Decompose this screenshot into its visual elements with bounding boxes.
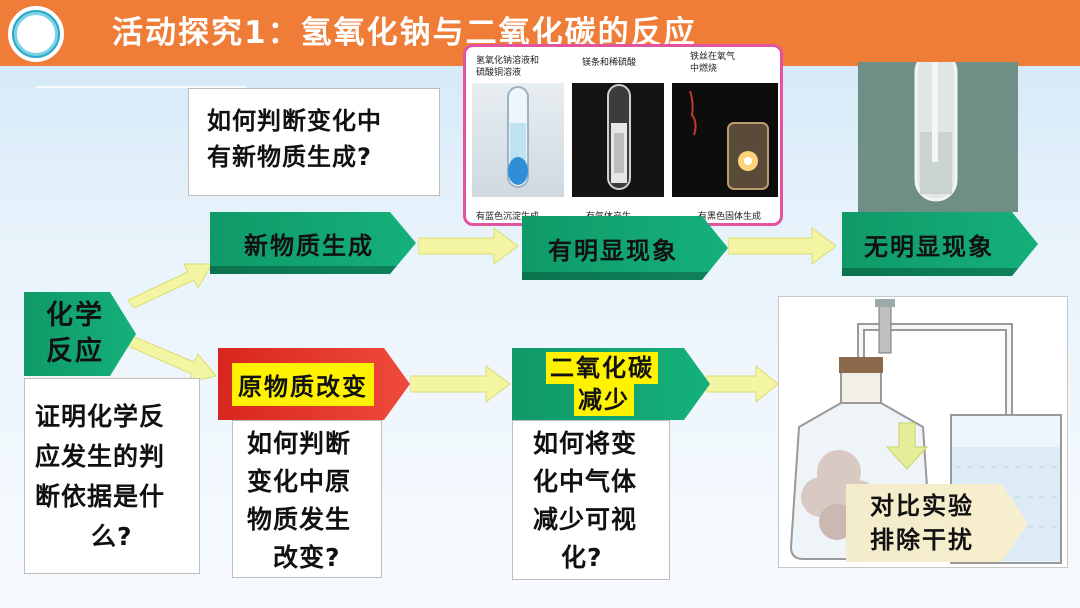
banner-label: 有明显现象: [548, 231, 678, 266]
question-line: 有新物质生成?: [207, 139, 439, 175]
test-tube-icon: [472, 83, 564, 197]
question-line: 如何判断: [247, 425, 381, 463]
banner-label: 新物质生成: [244, 226, 374, 261]
photo2-caption: 镁条和稀硫酸: [582, 57, 636, 69]
caption-line: 铁丝在氧气: [690, 51, 735, 63]
banner-shadow: [210, 266, 416, 274]
banner-reactant-change: 原物质改变: [218, 348, 410, 420]
banner-shadow: [842, 268, 1038, 276]
banner-line: 减少: [574, 384, 634, 416]
caption-line: 氢氧化钠溶液和: [476, 55, 539, 67]
question-line: 证明化学反: [35, 397, 199, 437]
question-line: 化?: [533, 539, 669, 577]
question-line: 如何判断变化中: [207, 103, 439, 139]
arrow-right-1: [418, 226, 520, 266]
question-box-right: 如何将变 化中气体 减少可视 化?: [512, 420, 670, 580]
question-line: 断依据是什: [35, 477, 199, 517]
photo-iron-burning: [672, 83, 778, 197]
question-box-left: 证明化学反 应发生的判 断依据是什 么?: [24, 378, 200, 574]
banner-line: 反应: [46, 334, 104, 370]
question-box-middle: 如何判断 变化中原 物质发生 改变?: [232, 420, 382, 578]
logo-inner: [14, 12, 58, 56]
question-line: 化中气体: [533, 463, 669, 501]
banner-co2-decrease: 二氧化碳 减少: [512, 348, 710, 420]
photo1-caption: 氢氧化钠溶液和 硫酸铜溶液: [476, 55, 539, 79]
banner-line: 对比实验: [870, 489, 974, 523]
banner-shadow: [522, 272, 728, 280]
arrow-right-3: [410, 364, 512, 404]
photo-blue-precipitate: [472, 83, 564, 197]
caption-line: 硫酸铜溶液: [476, 67, 539, 79]
question-line: 么?: [35, 517, 199, 557]
test-tube-icon: [858, 62, 1018, 212]
reaction-photos-panel: 氢氧化钠溶液和 硫酸铜溶液 镁条和稀硫酸 铁丝在氧气 中燃烧 有蓝色沉淀生成 有…: [463, 44, 783, 226]
banner-label: 原物质改变: [232, 363, 374, 406]
photo-gas-bubbles: [572, 83, 664, 197]
arrow-up-right: [128, 254, 214, 310]
photo3-result: 有黑色固体生成: [698, 209, 761, 222]
test-tube-icon: [572, 83, 664, 197]
burning-flask-icon: [672, 83, 778, 197]
banner-contrast-experiment: 对比实验 排除干扰: [846, 484, 1028, 562]
banner-no-obvious-phenomenon: 无明显现象: [842, 212, 1038, 276]
photo-clear-tube: [858, 62, 1018, 212]
photo3-caption: 铁丝在氧气 中燃烧: [690, 51, 735, 75]
caption-line: 中燃烧: [690, 63, 735, 75]
banner-line: 二氧化碳: [546, 352, 658, 384]
banner-line: 化学: [46, 298, 104, 334]
question-box-top: 如何判断变化中 有新物质生成?: [188, 88, 440, 196]
question-line: 变化中原: [247, 463, 381, 501]
question-line: 减少可视: [533, 501, 669, 539]
banner-chemical-reaction: 化学 反应: [24, 292, 136, 376]
question-line: 物质发生: [247, 501, 381, 539]
question-line: 应发生的判: [35, 437, 199, 477]
question-line: 改变?: [247, 539, 381, 577]
question-line: 如何将变: [533, 425, 669, 463]
banner-line: 排除干扰: [870, 523, 974, 557]
banner-obvious-phenomenon: 有明显现象: [522, 216, 728, 280]
arrow-right-4: [706, 364, 780, 404]
arrow-right-2: [728, 226, 838, 266]
banner-label: 无明显现象: [864, 227, 994, 262]
banner-new-substance: 新物质生成: [210, 212, 416, 274]
